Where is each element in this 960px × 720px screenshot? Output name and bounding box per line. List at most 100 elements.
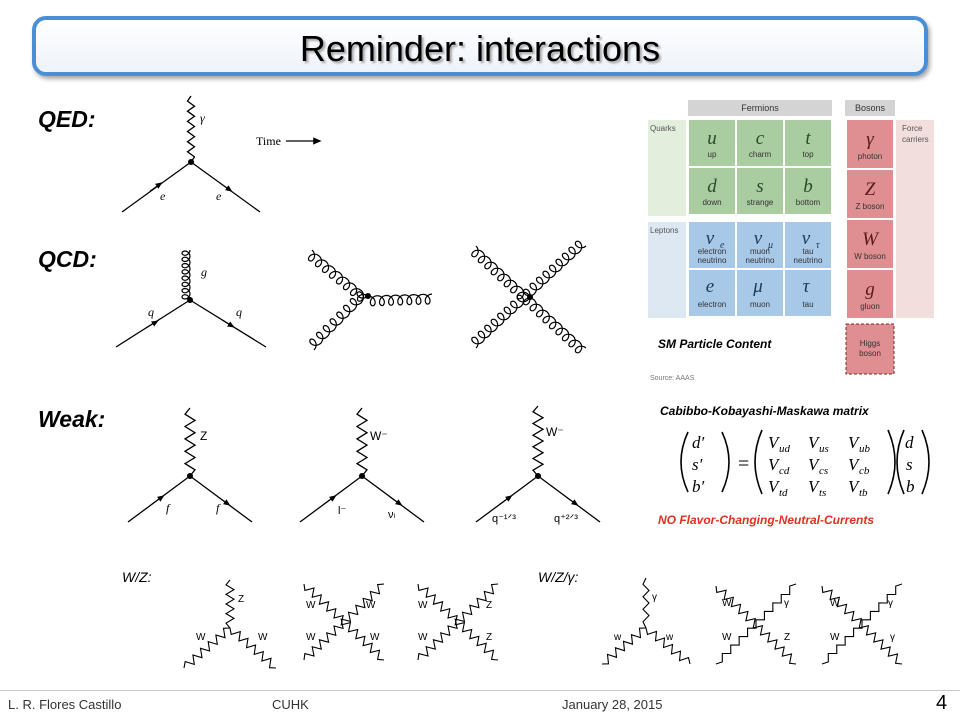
lepton-name: neutrino xyxy=(746,256,775,265)
w-symbol: w xyxy=(665,632,674,643)
quark-name: charm xyxy=(749,150,772,159)
quark-cell xyxy=(737,168,783,214)
vertex-dot xyxy=(359,473,365,479)
lepton-cell xyxy=(689,270,735,316)
lepton-symbol: l⁻ xyxy=(338,505,346,517)
fermion-out-arrow xyxy=(217,496,231,506)
higgs-line1: Higgs xyxy=(860,339,880,348)
paren xyxy=(680,431,689,493)
boson-symbol: g xyxy=(865,279,875,300)
paren xyxy=(721,431,730,493)
title-box: Reminder: interactions xyxy=(32,16,928,76)
quark-name: bottom xyxy=(796,198,821,207)
lepton-cell xyxy=(737,270,783,316)
sm-particle-table: Quarks Leptons Force carriers Fermions B… xyxy=(648,100,934,382)
ckm-subscript: ub xyxy=(859,443,871,455)
quark-in-symbol: q⁻¹ᐟ³ xyxy=(492,513,516,525)
w-line xyxy=(183,627,231,669)
gluon-symbol: g xyxy=(201,265,207,279)
w-symbol: W xyxy=(722,598,732,609)
qcd-quark-gluon-diagram: g q q xyxy=(115,249,267,348)
boson-symbol: W⁻ xyxy=(546,425,564,439)
lepton-name: tau xyxy=(802,247,813,256)
lepton-name: neutrino xyxy=(698,256,727,265)
paren xyxy=(921,429,930,495)
w-line xyxy=(417,583,499,661)
wz-gamma-label: W/Z/γ: xyxy=(538,569,579,585)
three-gluon-vertex xyxy=(307,249,433,351)
footer-rule xyxy=(0,690,960,691)
lepton-name: muon xyxy=(750,247,770,256)
weak-label: Weak: xyxy=(38,406,106,432)
gluon-line xyxy=(307,249,433,307)
vertex-dot xyxy=(365,293,371,299)
quark-in-arrow xyxy=(145,320,159,329)
w-symbol: W xyxy=(306,600,316,611)
ckm-element: V xyxy=(848,477,861,496)
lepton-cell xyxy=(689,222,735,268)
ckm-subscript: ud xyxy=(779,443,791,455)
quark-cell xyxy=(785,168,831,214)
electron-out-symbol: e xyxy=(216,189,222,203)
wz-label: W/Z: xyxy=(122,569,152,585)
page-number: 4 xyxy=(936,692,948,714)
wz-quartic-vertex-b: W Z W Z xyxy=(417,583,499,661)
z-line xyxy=(417,583,499,661)
vertex-dot xyxy=(187,473,193,479)
weak-w-quark-diagram: W⁻ q⁻¹ᐟ³ q⁺²ᐟ³ xyxy=(475,405,601,525)
w-symbol: w xyxy=(613,632,622,643)
w-line xyxy=(645,627,691,665)
ckm-element: V xyxy=(848,455,861,474)
carriers-label: carriers xyxy=(902,135,929,144)
quark-symbol: c xyxy=(756,128,765,149)
w-symbol: W xyxy=(722,632,732,643)
lepton-subscript: τ xyxy=(816,240,820,251)
w-line xyxy=(303,583,385,661)
wzg-quartic-vertex-b: W γ W γ xyxy=(821,583,903,665)
gluon-line xyxy=(181,249,191,301)
sm-caption: SM Particle Content xyxy=(658,337,772,351)
boson-cell xyxy=(847,170,893,218)
lepton-symbol: μ xyxy=(752,276,763,297)
paren xyxy=(896,429,905,495)
higgs-line2: boson xyxy=(859,349,881,358)
lepton-cell xyxy=(785,270,831,316)
boson-name: gluon xyxy=(860,302,880,311)
quark-cell xyxy=(689,168,735,214)
lepton-symbol: ν xyxy=(706,228,715,249)
lhs-d: d′ xyxy=(692,433,705,452)
four-gluon-vertex xyxy=(471,240,587,354)
w-line xyxy=(303,583,385,661)
wzg-triple-vertex: γ w w xyxy=(601,577,691,665)
weak-z-diagram: Z f f xyxy=(127,407,253,523)
wzg-quartic-vertex-a: W γ W Z xyxy=(715,583,797,665)
ckm-element: V xyxy=(768,477,781,496)
w-symbol: W xyxy=(830,598,840,609)
bosons-header: Bosons xyxy=(855,103,886,113)
lepton-symbol: ν xyxy=(802,228,811,249)
w-symbol: W xyxy=(418,632,428,643)
quark-symbol: d xyxy=(707,176,717,197)
lepton-name: electron xyxy=(698,300,726,309)
wz-quartic-vertex-a: W W W W xyxy=(303,583,385,661)
quark-out-arrow xyxy=(221,319,235,328)
quark-in-arrow xyxy=(499,495,513,505)
photon-symbol: γ xyxy=(888,598,893,609)
ckm-element: V xyxy=(808,455,821,474)
ckm-element: V xyxy=(808,433,821,452)
w-boson-line xyxy=(531,405,545,477)
ckm-subscript: cs xyxy=(819,465,828,477)
quark-symbol: t xyxy=(805,128,811,149)
photon-symbol: γ xyxy=(784,598,789,609)
lepton-name: tau xyxy=(802,300,813,309)
weak-w-lepton-diagram: W⁻ l⁻ νₗ xyxy=(299,407,425,523)
fermion-in-arrow xyxy=(151,495,165,505)
lepton-name: neutrino xyxy=(794,256,823,265)
lhs-b: b′ xyxy=(692,477,705,496)
quark-cell xyxy=(785,120,831,166)
lepton-arrow xyxy=(323,495,337,505)
gluon-line xyxy=(471,245,587,354)
lepton-name: electron xyxy=(698,247,726,256)
